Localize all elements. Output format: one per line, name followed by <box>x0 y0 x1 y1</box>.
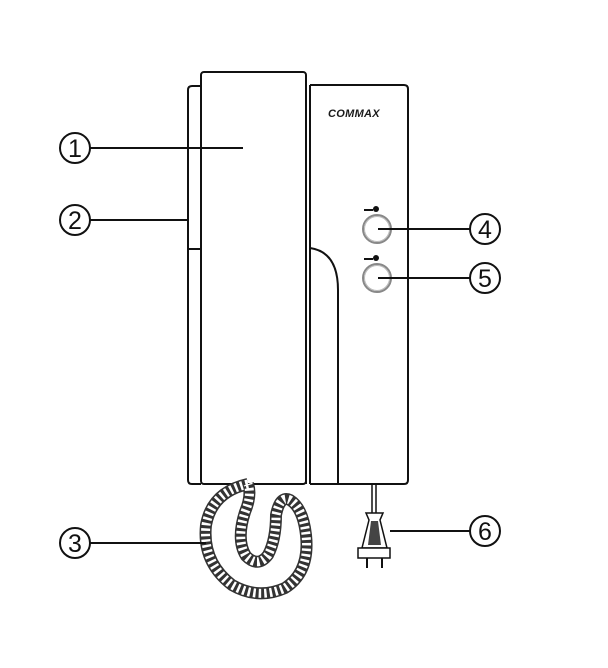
callout-5: 5 <box>469 262 501 294</box>
power-plug <box>357 484 391 568</box>
svg-text:4: 4 <box>478 216 492 244</box>
key-icon <box>364 206 379 212</box>
callout-3: 3 <box>59 527 91 559</box>
callout-lines <box>90 147 470 544</box>
handset <box>200 71 307 485</box>
callout-4: 4 <box>469 213 501 245</box>
callout-2: 2 <box>59 204 91 236</box>
door-release-button-2[interactable] <box>362 255 392 293</box>
svg-text:1: 1 <box>68 135 82 163</box>
brand-logo: COMMAX <box>328 108 380 120</box>
door-release-button-1[interactable] <box>362 206 392 244</box>
svg-text:2: 2 <box>68 207 82 235</box>
callout-1: 1 <box>59 132 91 164</box>
svg-text:5: 5 <box>478 265 492 293</box>
key-icon <box>364 255 379 261</box>
body-left-strip <box>187 85 201 485</box>
svg-text:6: 6 <box>478 518 492 546</box>
callout-6: 6 <box>469 515 501 547</box>
svg-text:3: 3 <box>68 530 82 558</box>
body-right-panel <box>310 84 409 485</box>
coiled-handset-cord <box>199 478 313 600</box>
handset-cradle <box>309 247 339 484</box>
